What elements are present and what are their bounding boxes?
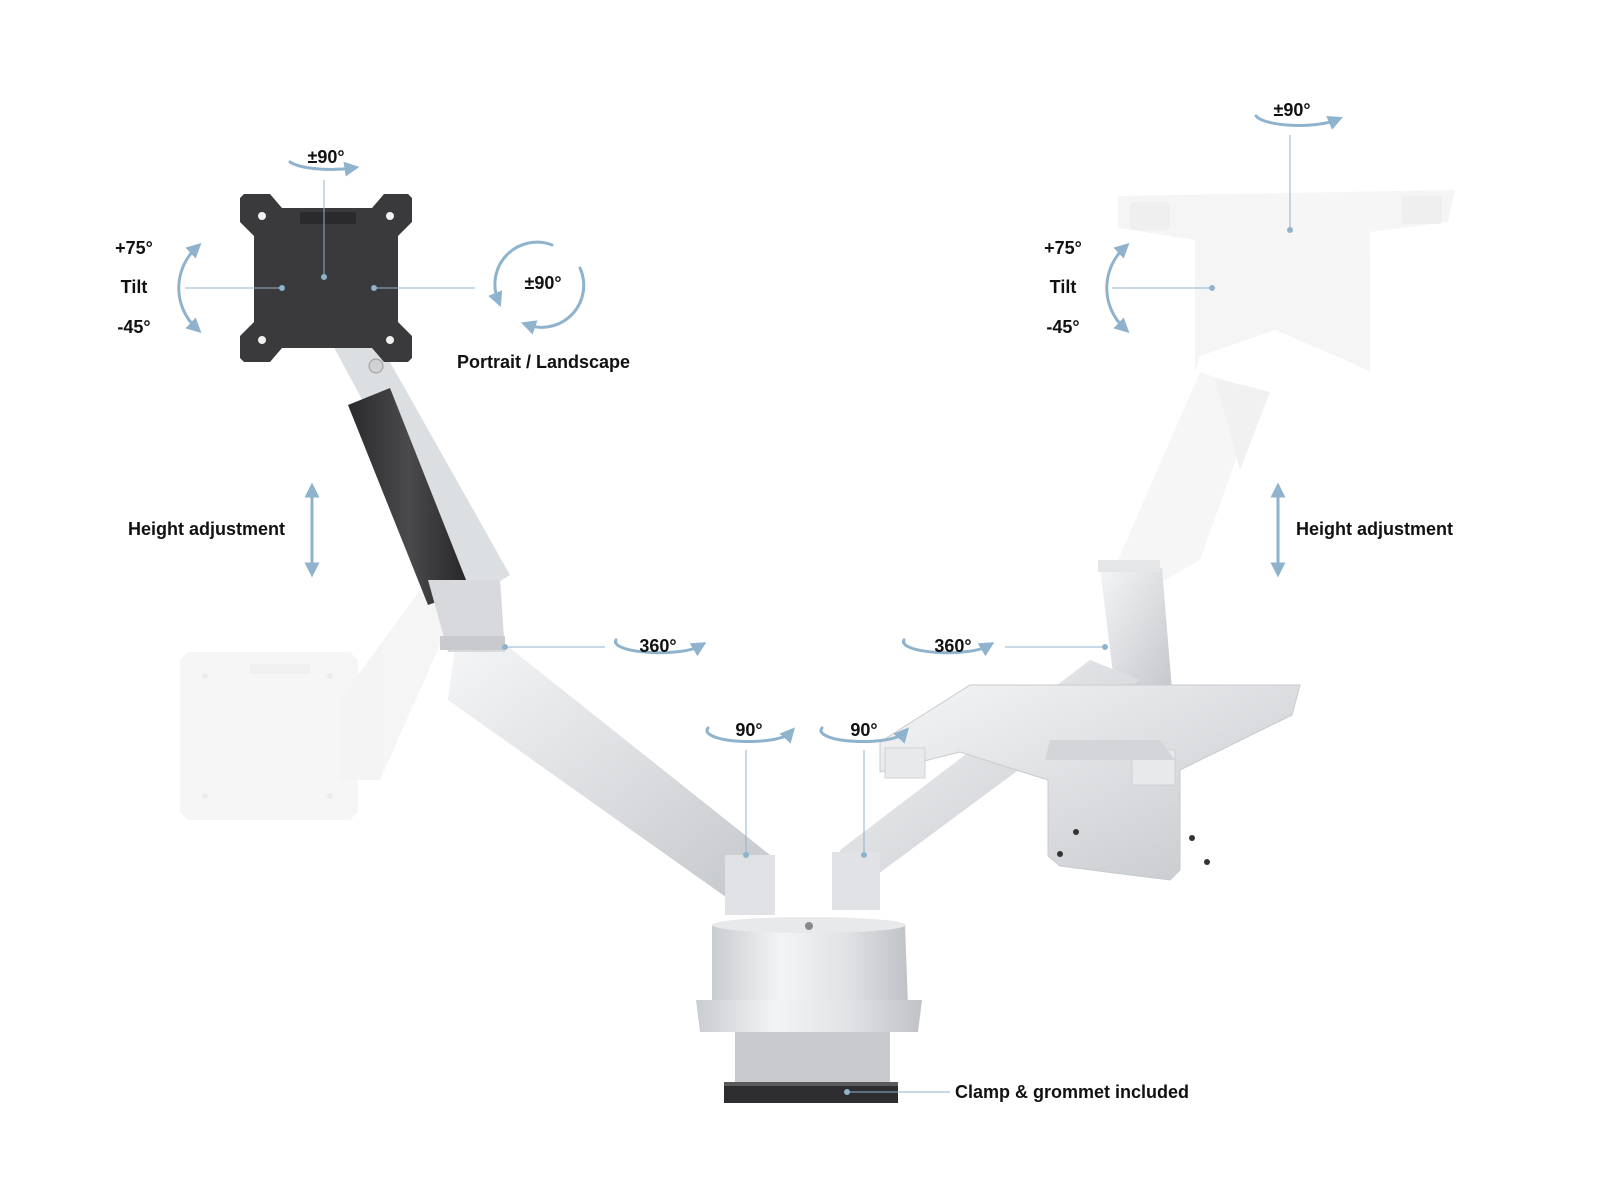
labels: ±90° +75° Tilt -45° ±90° Portrait / Land…	[115, 100, 1453, 1102]
base-column	[696, 917, 922, 1103]
portrait-landscape-label: Portrait / Landscape	[457, 352, 630, 372]
left-360-arrow-icon	[613, 638, 707, 657]
rotation-arrows	[177, 114, 1343, 744]
left-rotation-arrow-icon	[488, 240, 554, 307]
right-tilt-label: Tilt	[1050, 277, 1077, 297]
left-90-label: 90°	[735, 720, 762, 740]
right-swivel-arrow-icon	[1254, 114, 1343, 130]
right-360-label: 360°	[934, 636, 971, 656]
left-tilt-down-label: -45°	[117, 317, 150, 337]
left-tilt-up-label: +75°	[115, 238, 153, 258]
right-90-arrow-icon	[819, 726, 910, 744]
left-rotation-value: ±90°	[524, 273, 561, 293]
left-swivel-arrow-icon	[288, 160, 360, 177]
left-360-label: 360°	[639, 636, 676, 656]
left-height-label: Height adjustment	[128, 519, 285, 539]
laptop-tray	[879, 684, 1301, 881]
right-height-label: Height adjustment	[1296, 519, 1453, 539]
right-tilt-up-label: +75°	[1044, 238, 1082, 258]
right-90-label: 90°	[850, 720, 877, 740]
left-90-arrow-icon	[705, 726, 796, 744]
clamp-label: Clamp & grommet included	[955, 1082, 1189, 1102]
right-swivel-label: ±90°	[1273, 100, 1310, 120]
left-tilt-label: Tilt	[121, 277, 148, 297]
right-360-arrow-icon	[901, 638, 995, 657]
left-tilt-arrow-icon	[177, 242, 202, 334]
left-swivel-label: ±90°	[307, 147, 344, 167]
ghost-lower-monitor	[180, 590, 460, 820]
right-tilt-arrow-icon	[1105, 242, 1130, 334]
left-arm	[330, 330, 775, 915]
right-tilt-down-label: -45°	[1046, 317, 1079, 337]
ghost-right-laptop-tray	[1118, 190, 1455, 600]
